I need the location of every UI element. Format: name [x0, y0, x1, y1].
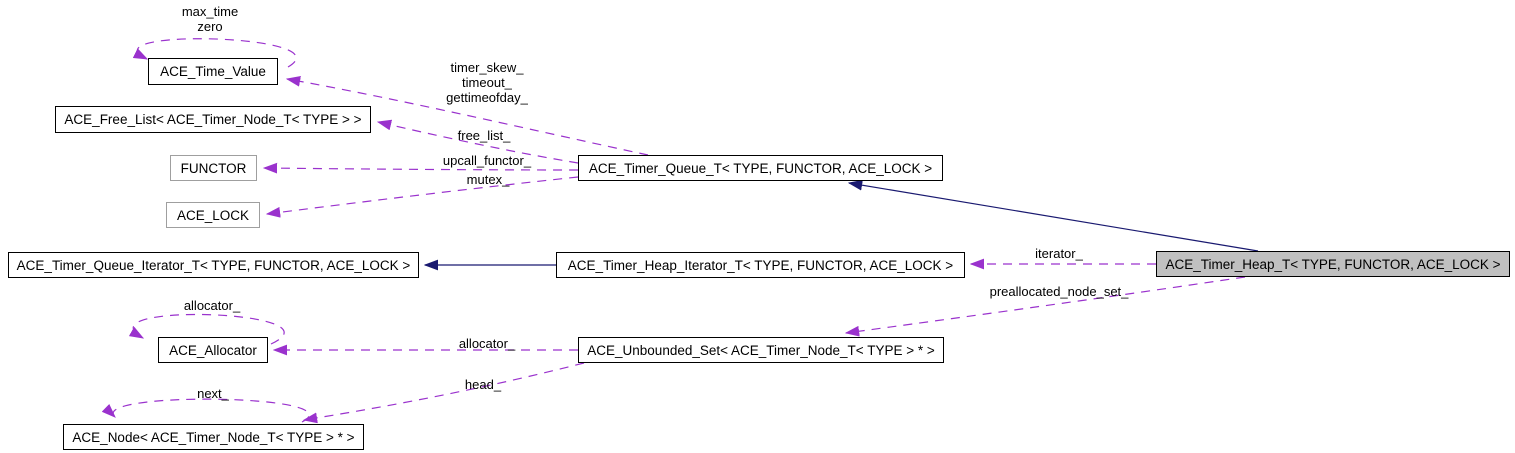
edge-mutex: [265, 176, 579, 218]
edge-label-mutex: mutex_: [466, 172, 510, 187]
edge-self-loop-time-value: [132, 38, 297, 68]
edge-label-head: head_: [464, 377, 502, 392]
node-ace-unbounded-set[interactable]: ACE_Unbounded_Set< ACE_Timer_Node_T< TYP…: [578, 337, 944, 363]
edge-label-allocator: allocator_: [458, 336, 516, 351]
node-ace-timer-queue-iterator-t[interactable]: ACE_Timer_Queue_Iterator_T< TYPE, FUNCTO…: [8, 252, 419, 278]
edge-preallocated-node-set: [844, 276, 1246, 337]
edge-label-free-list: free_list_: [457, 128, 511, 143]
edge-inheritance-heap-to-queue: [847, 179, 1259, 252]
edge-self-loop-next: [101, 398, 310, 423]
edge-label-upcall-functor: upcall_functor_: [442, 153, 532, 168]
edge-upcall-functor: [262, 162, 579, 174]
edge-self-loop-allocator: [128, 313, 285, 345]
node-ace-node[interactable]: ACE_Node< ACE_Timer_Node_T< TYPE > * >: [63, 424, 364, 450]
edge-label-preallocated-node-set: preallocated_node_set_: [989, 284, 1129, 299]
node-functor: FUNCTOR: [170, 155, 257, 181]
node-ace-time-value[interactable]: ACE_Time_Value: [148, 58, 278, 85]
edge-label-iterator: iterator_: [1035, 246, 1083, 261]
node-ace-timer-heap-t: ACE_Timer_Heap_T< TYPE, FUNCTOR, ACE_LOC…: [1156, 251, 1510, 277]
node-ace-timer-queue-t[interactable]: ACE_Timer_Queue_T< TYPE, FUNCTOR, ACE_LO…: [578, 155, 943, 181]
edge-label-next: next_: [197, 386, 229, 401]
node-ace-free-list[interactable]: ACE_Free_List< ACE_Timer_Node_T< TYPE > …: [55, 106, 371, 133]
edge-timer-skew-timeout-gettimeofday: [285, 75, 649, 156]
edge-label-timer-skew-timeout-gettimeofday: timer_skew_ timeout_ gettimeofday_: [446, 60, 528, 105]
node-ace-lock: ACE_LOCK: [166, 202, 260, 228]
edge-label-allocator-self: allocator_: [183, 298, 241, 313]
node-ace-timer-heap-iterator-t[interactable]: ACE_Timer_Heap_Iterator_T< TYPE, FUNCTOR…: [556, 252, 965, 278]
edge-label-max-time-zero: max_time zero: [181, 4, 239, 34]
edge-head: [302, 362, 585, 424]
node-ace-allocator[interactable]: ACE_Allocator: [158, 337, 268, 363]
edge-free-list: [376, 119, 579, 164]
